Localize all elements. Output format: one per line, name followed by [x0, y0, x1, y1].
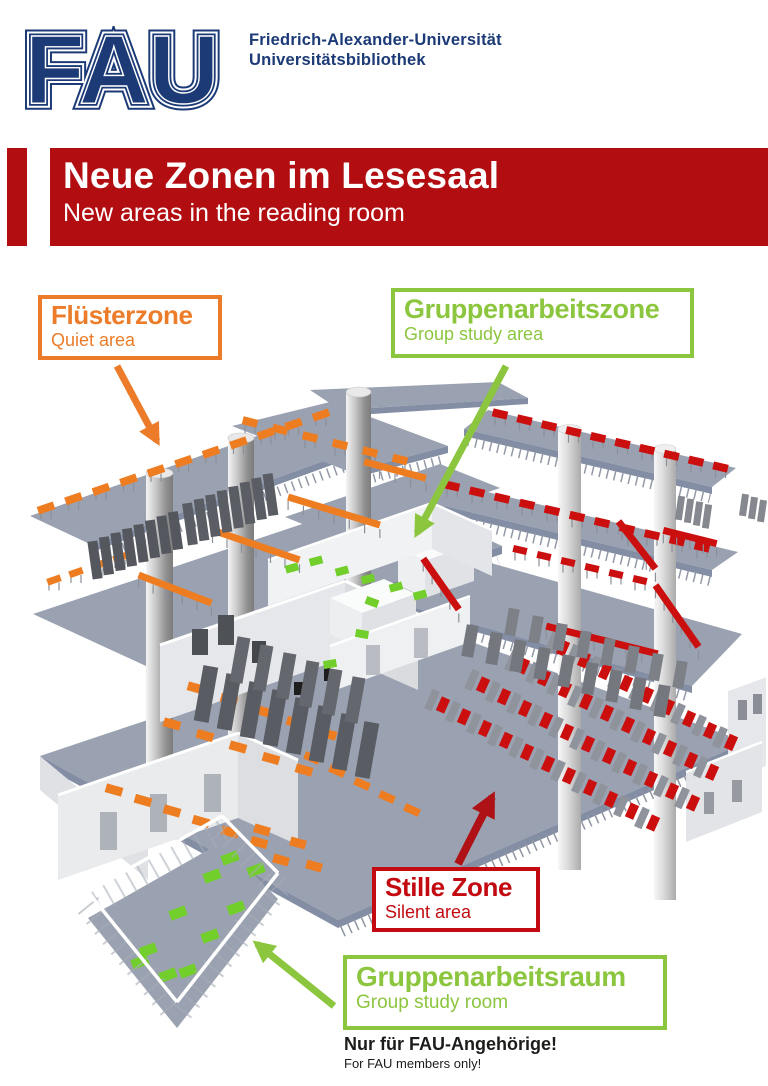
note-english: For FAU members only! [344, 1056, 482, 1071]
zone-title: Gruppenarbeitsraum [356, 961, 626, 992]
org-line2: Universitätsbibliothek [249, 50, 426, 69]
fluesterzone-arrow [113, 364, 161, 446]
zone-label-stille-zone: Stille Zone Silent area [372, 867, 540, 932]
zone-label-fluesterzone: Flüsterzone Quiet area [38, 295, 222, 360]
svg-text:FAU: FAU [25, 26, 219, 112]
page-title: Neue Zonen im Lesesaal [63, 155, 500, 196]
note-german: Nur für FAU-Angehörige! [344, 1034, 557, 1054]
zone-title: Gruppenarbeitszone [404, 294, 660, 324]
zone-subtitle: Group study room [356, 992, 509, 1014]
stille-zone-arrow [454, 791, 496, 866]
zone-label-gruppenarbeitszone: Gruppenarbeitszone Group study area [391, 288, 694, 358]
university-name: Friedrich-Alexander-Universität Universi… [249, 31, 502, 70]
zone-label-gruppenarbeitsraum: Gruppenarbeitsraum Group study room [343, 955, 667, 1030]
fau-logo: FAU FAU FAU FAU [24, 26, 226, 112]
zone-subtitle: Silent area [385, 902, 472, 923]
page-subtitle: New areas in the reading room [63, 199, 405, 227]
gruppenarbeitszone-arrow [413, 364, 510, 538]
zone-subtitle: Group study area [404, 324, 544, 345]
org-line1: Friedrich-Alexander-Universität [249, 31, 502, 49]
svg-text:FAU: FAU [25, 26, 219, 112]
svg-text:FAU: FAU [25, 26, 219, 112]
banner-accent-bar [7, 148, 27, 246]
furniture [36, 408, 767, 983]
glass-study-room [77, 814, 289, 1024]
zone-title: Flüsterzone [51, 300, 193, 330]
zone-title: Stille Zone [385, 872, 513, 902]
zone-subtitle: Quiet area [51, 330, 136, 351]
gruppenarbeitsraum-arrow [252, 940, 337, 1009]
members-only-note: Nur für FAU-Angehörige! For FAU members … [344, 1033, 557, 1072]
title-banner: Neue Zonen im Lesesaal New areas in the … [50, 148, 768, 246]
svg-text:FAU: FAU [25, 26, 219, 112]
